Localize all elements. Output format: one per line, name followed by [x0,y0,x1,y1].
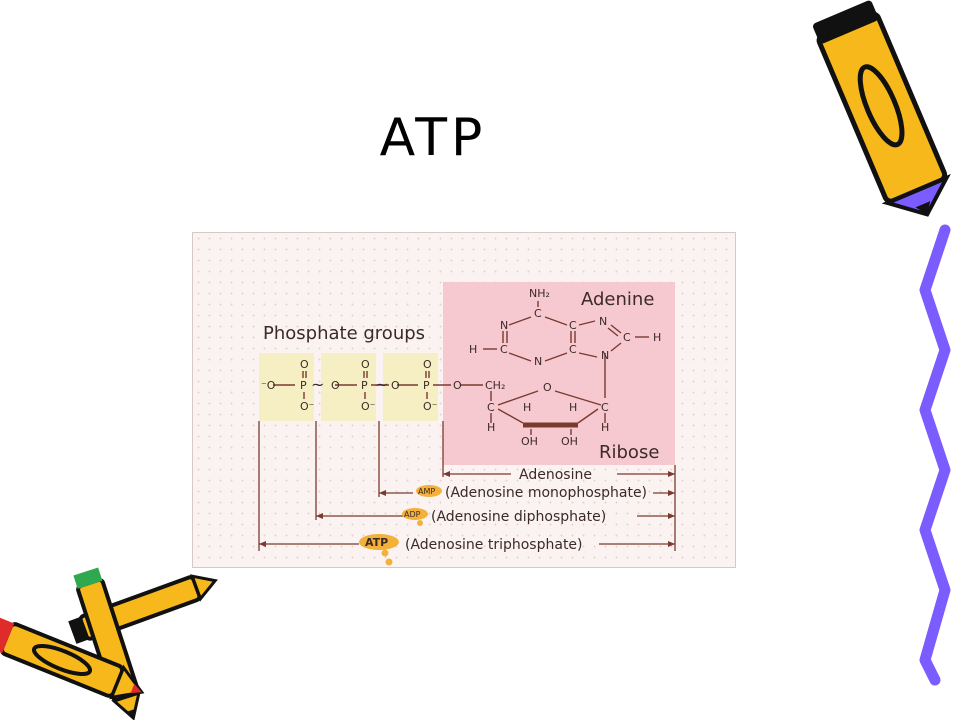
atp-structure-figure: Phosphate groups Adenine Ribose [192,232,736,568]
atom-n: N [599,315,607,328]
atom-o: O [391,379,400,392]
ribose-label: Ribose [599,442,659,463]
atom-minus-o: ⁻O [261,379,276,392]
atp-badge-tail-1 [381,549,389,557]
atp-badge-tail-2 [385,558,393,566]
phosphate-region-3 [383,353,438,421]
atom-o: O [543,381,552,394]
adenosine-bracket-label: Adenosine [519,467,592,483]
high-energy-bond-2: ~ [375,375,388,394]
adp-badge-tail [417,520,423,526]
adenine-label: Adenine [581,289,654,310]
atom-h: H [469,343,477,356]
adp-badge [402,508,428,520]
atom-p: P [361,379,368,392]
atom-oh: OH [561,435,578,448]
atom-c: C [601,401,609,414]
atom-oh: OH [521,435,538,448]
phosphate-region-1 [259,353,314,421]
atom-n: N [500,319,508,332]
atom-h: H [653,331,661,344]
atom-o: O [423,358,432,371]
atom-c: C [534,307,542,320]
atom-h: H [569,401,577,414]
high-energy-bond-1: ~ [311,375,324,394]
atom-n: N [534,355,542,368]
amp-badge-label: AMP [418,487,435,496]
atom-n: N [601,349,609,362]
atom-o-minus: O⁻ [361,400,376,413]
atom-o: O [300,358,309,371]
atom-c: C [569,319,577,332]
bracket-arrowheads [259,471,675,547]
atom-labels: O ⁻O P O⁻ O O P O⁻ O O P O⁻ O CH₂ O C H … [261,287,661,448]
amp-badge [416,485,442,497]
atom-p: P [300,379,307,392]
atom-c: C [500,343,508,356]
atom-p: P [423,379,430,392]
atom-h: H [523,401,531,414]
molecule-bonds [273,301,649,435]
atp-badge-label: ATP [365,536,388,549]
atom-o-minus: O⁻ [423,400,438,413]
atp-label: (Adenosine triphosphate) [405,537,583,553]
atom-o: O [453,379,462,392]
phosphate-groups-label: Phosphate groups [263,323,425,344]
atom-c: C [623,331,631,344]
atom-nh2: NH₂ [529,287,550,300]
atom-h: H [601,421,609,434]
adp-badge-label: ADP [404,510,421,519]
atom-h: H [487,421,495,434]
adp-label: (Adenosine diphosphate) [431,509,606,525]
phosphate-region-2 [321,353,376,421]
atom-c: C [569,343,577,356]
atom-o-minus: O⁻ [300,400,315,413]
atom-ch2: CH₂ [485,379,505,392]
atom-c: C [487,401,495,414]
bracket-lines [258,421,676,551]
slide-title: ATP [379,108,487,168]
atom-o: O [331,379,340,392]
atom-o: O [361,358,370,371]
adenosine-region [443,282,675,465]
amp-label: (Adenosine monophosphate) [445,485,647,501]
atp-badge [359,534,399,550]
atp-diagram-svg: Phosphate groups Adenine Ribose [258,282,676,566]
